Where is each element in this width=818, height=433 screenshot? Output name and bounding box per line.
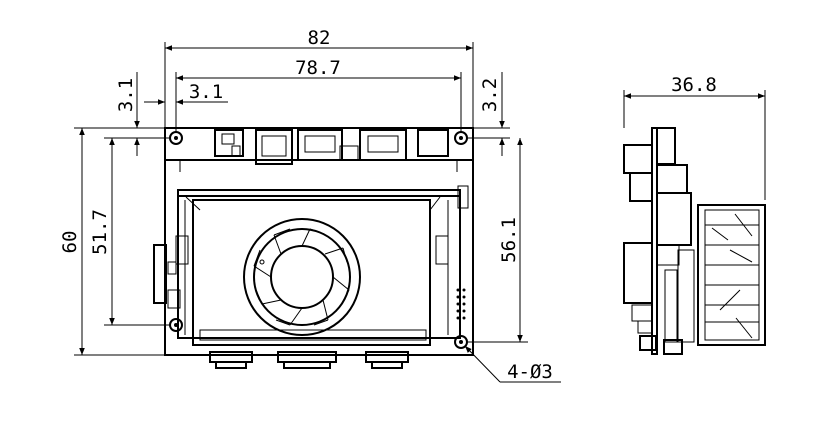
dim-left-offset-horizontal: 3.1: [189, 81, 223, 103]
top-connectors: [214, 129, 449, 165]
cooling-fan-icon: [243, 218, 361, 336]
mounting-hole-icon: [454, 131, 468, 145]
mounting-hole-icon: [169, 131, 183, 145]
pin-header: [456, 288, 466, 320]
mounting-hole-icon: [169, 318, 183, 332]
dim-left-offset-vertical: 3.1: [115, 78, 137, 112]
dim-hole-spacing-left: 51.7: [89, 209, 111, 255]
cooling-fan-icon: [697, 204, 766, 346]
hole-callout: 4-Ø3: [507, 361, 553, 383]
dim-hole-spacing-right: 56.1: [498, 217, 520, 263]
dim-overall-height: 60: [59, 231, 81, 254]
dim-right-offset: 3.2: [479, 78, 501, 112]
front-view: 82 78.7 3.1 3.1 3.2 60 51.7: [59, 27, 561, 383]
dim-side-depth: 36.8: [671, 74, 717, 96]
dim-inner-width: 78.7: [295, 57, 341, 79]
board-outline: [164, 127, 474, 356]
side-view: 36.8: [623, 74, 766, 355]
dim-overall-width: 82: [308, 27, 331, 49]
bottom-connectors: [209, 351, 409, 369]
fan-module-frame: [177, 189, 461, 339]
